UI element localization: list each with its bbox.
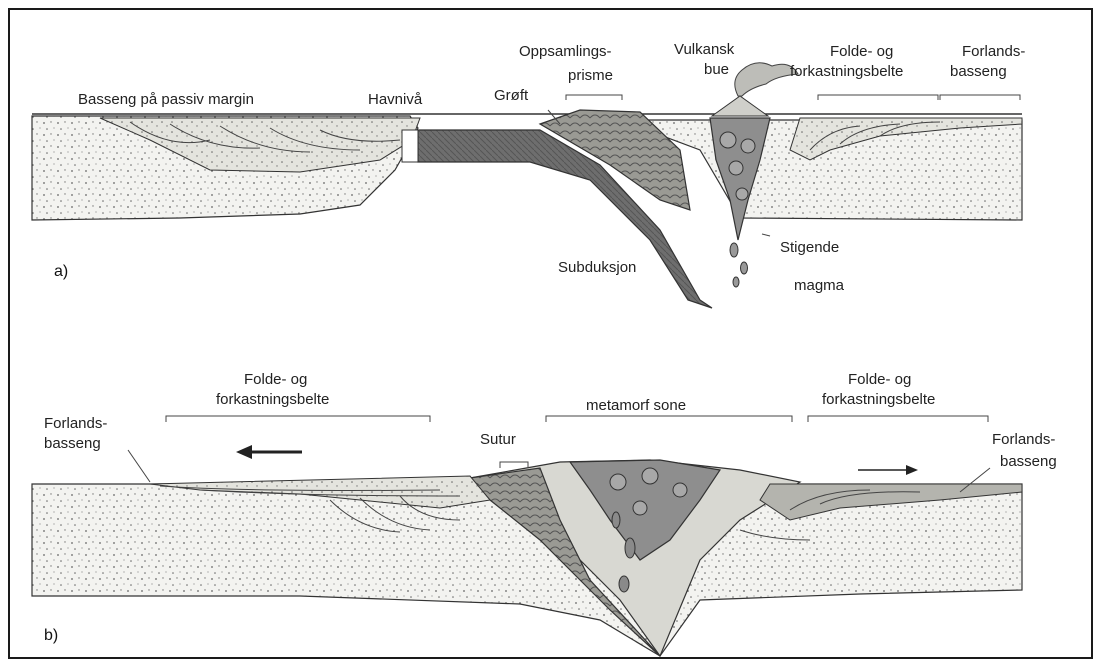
label-fold-thrust-belt-b-left-1: Folde- og xyxy=(244,371,307,388)
label-sea-level: Havnivå xyxy=(368,91,423,108)
label-rising-magma-2: magma xyxy=(794,277,845,294)
label-foreland-basin-b-left-1: Forlands- xyxy=(44,415,107,432)
label-fold-thrust-belt-b-right-1: Folde- og xyxy=(848,371,911,388)
label-volcanic-arc-1: Vulkansk xyxy=(674,41,735,58)
label-accretionary-prism-1: Oppsamlings- xyxy=(519,43,612,60)
label-fold-thrust-belt-a-1: Folde- og xyxy=(830,43,893,60)
label-suture: Sutur xyxy=(480,431,516,448)
label-foreland-basin-a-2: basseng xyxy=(950,63,1007,80)
label-foreland-basin-a-1: Forlands- xyxy=(962,43,1025,60)
label-fold-thrust-belt-b-right-2: forkastningsbelte xyxy=(822,391,935,408)
ash-plume xyxy=(735,63,798,96)
label-rising-magma-1: Stigende xyxy=(780,239,839,256)
label-accretionary-prism-2: prisme xyxy=(568,67,613,84)
panel-b: Folde- og forkastningsbelte Forlands- ba… xyxy=(32,371,1057,656)
label-foreland-basin-b-right-2: basseng xyxy=(1000,453,1057,470)
label-trench: Grøft xyxy=(494,87,529,104)
label-volcanic-arc-2: bue xyxy=(704,61,729,78)
label-metamorphic-zone: metamorf sone xyxy=(586,397,686,414)
arrow-right xyxy=(858,465,918,475)
panel-a: Basseng på passiv margin Havnivå Grøft O… xyxy=(32,41,1025,308)
label-fold-thrust-belt-b-left-2: forkastningsbelte xyxy=(216,391,329,408)
label-foreland-basin-b-right-1: Forlands- xyxy=(992,431,1055,448)
label-foreland-basin-b-left-2: basseng xyxy=(44,435,101,452)
panel-b-marker: b) xyxy=(44,627,58,644)
label-fold-thrust-belt-a-2: forkastningsbelte xyxy=(790,63,903,80)
panel-a-marker: a) xyxy=(54,263,68,280)
label-subduction: Subduksjon xyxy=(558,259,636,276)
volcano xyxy=(712,96,768,116)
arrow-left xyxy=(236,445,302,459)
label-passive-margin-basin: Basseng på passiv margin xyxy=(78,91,254,108)
